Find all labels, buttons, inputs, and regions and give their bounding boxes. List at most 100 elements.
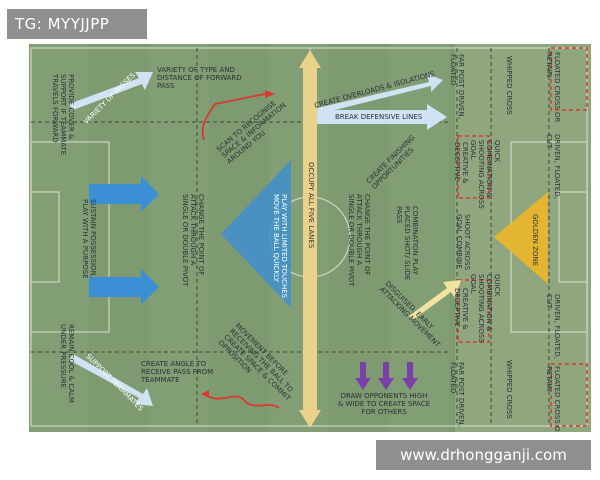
label-line: PLAY WITH LIMITED TOUCHES [280,194,288,299]
far-post-top-label: FAR POST DRIVEN,FLOATED [449,54,465,119]
tg-label: TG: MYYJJPP [7,9,147,39]
red-movement-lines [201,90,280,409]
label-line: SHOOTING ACROSS [477,274,485,343]
break-lines-label: BREAK DEFENSIVE LINES [335,113,423,121]
label-line: UNDER PRESSURE [59,324,67,388]
label-line: SUSTAIN POSSESSION, [89,199,97,278]
label-line: GOAL COMBINE [455,214,463,269]
driven-top-label: DRIVEN, FLOATED,CUT [545,134,561,199]
floated-top-label: FLOATED CROSS ORRETAIN [545,52,561,123]
label-line: FLOATED [449,362,457,393]
label-line: RETAIN [545,366,553,391]
label-line: DECEPTIVE [453,142,461,181]
golden-zone-triangle [494,192,548,284]
label-line: MOVE THE BALL QUICKLY [272,194,280,283]
whipped-top-label: WHIPPED CROSS [505,56,513,115]
label-line: PASS [395,206,403,224]
tactics-diagram: PROVIDE COVER &SUPPORT IF TEAMMATETRAVEL… [29,44,591,432]
label-line: TRAVELS FORWARD [51,73,59,143]
label-line: COMBINATION & [485,274,493,332]
remain-cool-label: REMAIN COOL & CALMUNDER PRESSURE [59,324,75,403]
change-point-1-label: CHANGE THE POINT OFATTACK THROUGH ASINGL… [181,194,205,287]
label-line: ATTACK THROUGH A [355,194,363,265]
label-line: QUICK [493,274,501,297]
label-line: CUT [545,294,553,309]
label-line: OCCUPY ALL FIVE LANES [307,162,315,249]
label-line: PLAY WITH A PURPOSE [81,199,89,279]
watermark: www.drhongganji.com [376,440,591,470]
tactical-board: PROVIDE COVER &SUPPORT IF TEAMMATETRAVEL… [29,44,591,432]
quick-top-label: QUICKCOMBINATION &SHOOTING ACROSSGOAL [469,140,501,209]
label-line: CREATE ANGLE TO [141,360,207,368]
provide-cover-label: PROVIDE COVER &SUPPORT IF TEAMMATETRAVEL… [51,73,75,155]
label-line: DISTANCE OF FORWARD [157,74,242,82]
label-line: COMBINATION PLAY [411,206,419,276]
red-zone-boxes [457,47,588,427]
label-line: SHOOT ACROSS [463,214,471,271]
whipped-bottom-label: WHIPPED CROSS [505,360,513,419]
midfield-triangle [221,160,291,308]
label-line: FAR POST DRIVEN, [457,54,465,119]
shoot-across-label: SHOOT ACROSSGOAL COMBINE [455,214,471,271]
label-line: CUT [545,134,553,149]
label-line: GOAL [469,274,477,294]
creative-bottom-label: CREATIVE &DECEPTIVE [453,288,469,330]
occupy-lanes-arrow [299,50,321,428]
label-line: DRIVEN, FLOATED, [553,294,561,359]
driven-bottom-label: DRIVEN, FLOATED,CUT [545,294,561,359]
label-line: GOLDEN ZONE [531,214,539,266]
label-line: CREATIVE & [461,142,469,184]
floated-bottom-label: FLOATED CROSS ORRETAIN [545,366,561,432]
label-line: SHOOTING ACROSS [477,140,485,209]
forward-arrows [89,176,159,305]
label-line: FLOATED CROSS OR [553,52,561,123]
label-line: REMAIN COOL & CALM [67,324,75,403]
label-line: BREAK DEFENSIVE LINES [335,113,423,121]
creative-top-label: CREATIVE &DECEPTIVE [453,142,469,184]
label-line: DRIVEN, FLOATED, [553,134,561,199]
label-line: VARIETY OF TYPE AND [157,66,235,74]
label-line: CHANGE THE POINT OF [363,194,371,276]
label-line: RETAIN [545,52,553,77]
label-line: GOAL [469,140,477,160]
label-line: WHIPPED CROSS [505,360,513,419]
label-line: DRAW OPPONENTS HIGH [341,392,428,400]
play-limited-label: PLAY WITH LIMITED TOUCHESMOVE THE BALL Q… [272,194,288,299]
label-line: FLOATED [449,54,457,85]
lane-lines [31,48,550,426]
label-line: WHIPPED CROSS [505,56,513,115]
label-line: PLACED SHOT/ SLIDE [403,206,411,280]
disguised-arrow [409,280,461,320]
far-post-bottom-label: FAR POST DRIVEN,FLOATED [449,362,465,427]
label-line: CREATIVE & [461,288,469,330]
purple-arrows [355,362,418,390]
draw-opponents-label: DRAW OPPONENTS HIGH& WIDE TO CREATE SPAC… [338,392,430,416]
label-line: PASS [157,82,175,90]
label-line: QUICK [493,140,501,163]
label-line: TEAMMATE [140,376,180,384]
label-line: FLOATED CROSS OR [553,366,561,432]
label-line: COMBINATION & [485,140,493,198]
label-line: SINGLE OR DOUBLE PIVOT [347,194,355,287]
quick-bottom-label: QUICKCOMBINATION &SHOOTING ACROSSGOAL [469,274,501,343]
label-line: FOR OTHERS [361,408,407,416]
combination-play-label: COMBINATION PLAYPLACED SHOT/ SLIDEPASS [395,206,419,280]
label-line: & WIDE TO CREATE SPACE [338,400,430,408]
label-line: SINGLE OR DOUBLE PIVOT [181,194,189,287]
pitch-stripe [149,44,209,432]
label-line: FAR POST DRIVEN, [457,362,465,427]
label-line: PROVIDE COVER & [67,74,75,140]
golden-zone-label: GOLDEN ZONE [531,214,539,266]
change-point-2-label: CHANGE THE POINT OFATTACK THROUGH ASINGL… [347,194,371,287]
sustain-label: SUSTAIN POSSESSION,PLAY WITH A PURPOSE [81,199,97,279]
label-line: RECEIVE PASS FROM [141,368,213,376]
pitch-stripe [389,44,449,432]
label-line: ATTACK THROUGH A [189,194,197,265]
label-line: CHANGE THE POINT OF [197,194,205,276]
label-line: DECEPTIVE [453,288,461,327]
label-line: SUPPORT IF TEAMMATE [59,74,67,155]
light-arrows [69,72,447,406]
occupy-lanes-label: OCCUPY ALL FIVE LANES [307,162,315,249]
